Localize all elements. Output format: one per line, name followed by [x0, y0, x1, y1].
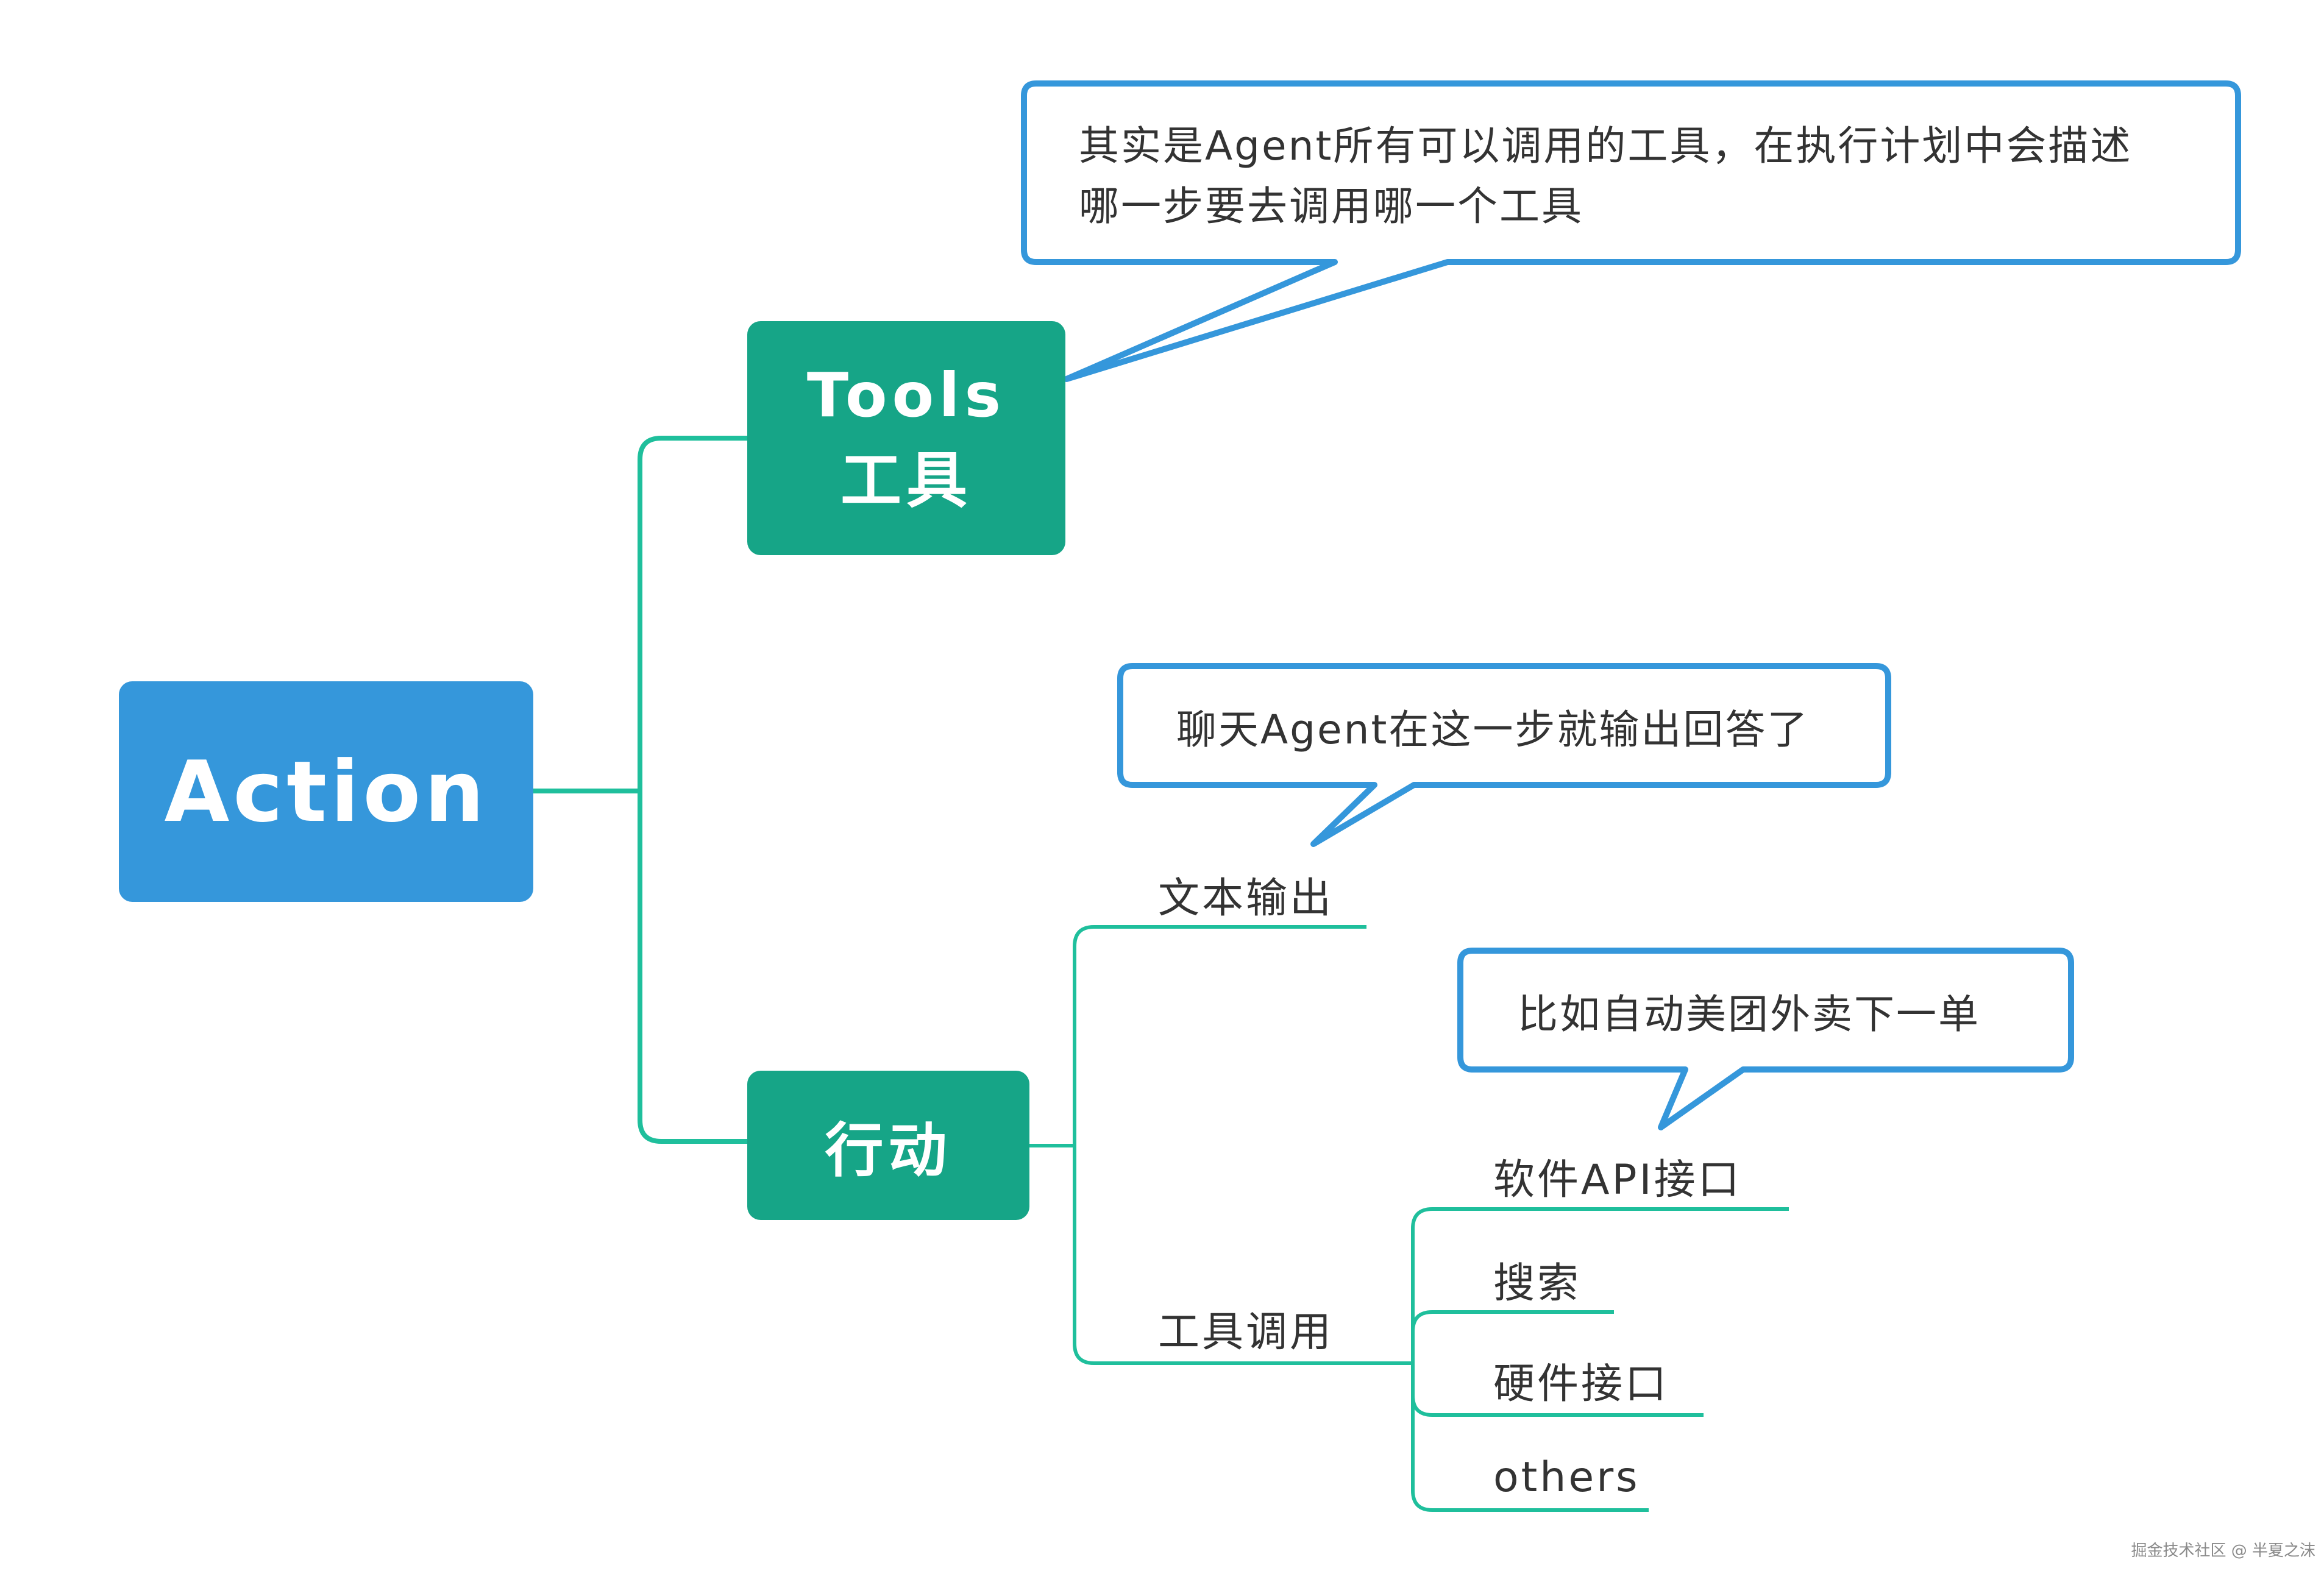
- callout-tools-text: 其实是Agent所有可以调用的工具，在执行计划中会描述 哪一步要去调用哪一个工具: [1079, 116, 2132, 236]
- leaf-hardware: 硬件接口: [1493, 1360, 1669, 1408]
- branch-node-action: 行动: [747, 1071, 1029, 1220]
- callout-chat-shape: [1117, 663, 1891, 847]
- connector-tools: [638, 436, 747, 1144]
- watermark: 掘金技术社区 @ 半夏之沫: [2131, 1542, 2315, 1560]
- leaf-software-api: 软件API接口: [1493, 1156, 1742, 1204]
- connector-text-output: [1073, 925, 1413, 1365]
- connector-hardware: [1411, 1395, 1704, 1417]
- callout-tools-line1: 其实是Agent所有可以调用的工具，在执行计划中会描述: [1079, 122, 2133, 169]
- connector-search: [1411, 1310, 1614, 1332]
- callout-chat-text: 聊天Agent在这一步就输出回答了: [1176, 706, 1810, 753]
- leaf-search: 搜索: [1493, 1260, 1582, 1308]
- connector-software-api: [1411, 1207, 1789, 1512]
- callout-example-text: 比如自动美团外卖下一单: [1518, 991, 1980, 1038]
- root-node-action: Action: [119, 681, 533, 902]
- tools-label-en: Tools: [806, 360, 1006, 431]
- tools-label-cn: 工具: [840, 445, 972, 516]
- action-label: 行动: [825, 1116, 952, 1185]
- callout-tools-line2: 哪一步要去调用哪一个工具: [1079, 183, 1583, 230]
- leaf-text-output: 文本输出: [1158, 874, 1334, 923]
- callout-tools-shape: [1021, 80, 2241, 382]
- callout-example-shape: [1457, 948, 2074, 1130]
- leaf-tool-call: 工具调用: [1158, 1308, 1334, 1356]
- branch-node-tools: Tools 工具: [747, 321, 1065, 555]
- leaf-others: others: [1493, 1453, 1640, 1502]
- root-label: Action: [164, 742, 488, 841]
